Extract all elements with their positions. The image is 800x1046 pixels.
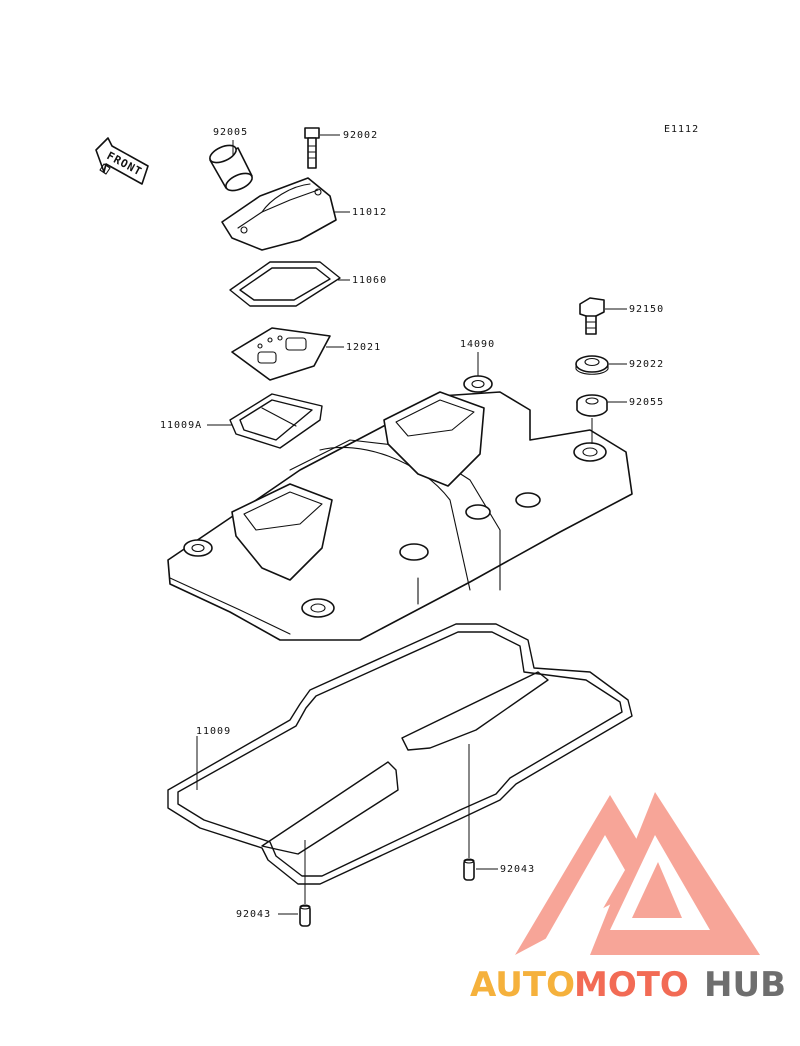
dowel-pin-left-icon bbox=[299, 904, 311, 927]
watermark-logo-icon bbox=[515, 792, 760, 955]
plate-12021-icon bbox=[231, 327, 331, 381]
label-92055: 92055 bbox=[629, 397, 664, 408]
gasket-11009A-icon bbox=[229, 393, 323, 449]
gasket-11009-icon bbox=[167, 623, 633, 885]
label-92150: 92150 bbox=[629, 304, 664, 315]
part-92005-icon bbox=[209, 144, 253, 192]
label-11009: 11009 bbox=[196, 726, 231, 737]
label-92005: 92005 bbox=[213, 127, 248, 138]
label-14090: 14090 bbox=[460, 339, 495, 350]
label-92043-right: 92043 bbox=[500, 864, 535, 875]
label-92022: 92022 bbox=[629, 359, 664, 370]
washer-92022-icon bbox=[575, 355, 609, 375]
label-11012: 11012 bbox=[352, 207, 387, 218]
breather-cover-11012-icon bbox=[221, 177, 337, 251]
dowel-pin-right-icon bbox=[463, 858, 475, 881]
watermark-hub: HUB bbox=[704, 965, 786, 1005]
bolt-92150-icon bbox=[579, 297, 605, 335]
diagram-code: E1112 bbox=[664, 124, 699, 135]
grommet-92055-icon bbox=[576, 394, 608, 417]
watermark-text: AUTO MOTO HUB bbox=[470, 965, 786, 1005]
label-92043-left: 92043 bbox=[236, 909, 271, 920]
watermark-moto: MOTO bbox=[574, 965, 689, 1005]
label-11009A: 11009A bbox=[160, 420, 202, 431]
front-arrow-icon: FRONT bbox=[95, 137, 149, 185]
label-92002: 92002 bbox=[343, 130, 378, 141]
gasket-11060-icon bbox=[229, 261, 341, 307]
watermark-auto: AUTO bbox=[470, 965, 575, 1005]
bolt-92002-icon bbox=[304, 127, 320, 169]
label-11060: 11060 bbox=[352, 275, 387, 286]
head-cover-14090-icon bbox=[167, 375, 633, 641]
label-12021: 12021 bbox=[346, 342, 381, 353]
